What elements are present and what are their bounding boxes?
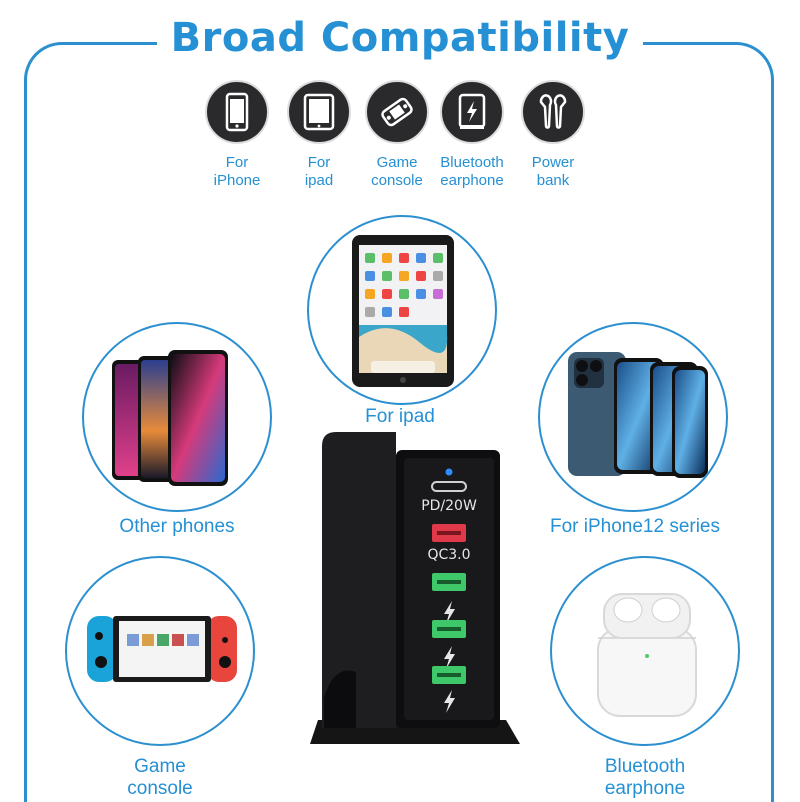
other-phones-circle — [82, 322, 272, 512]
usb-port-1 — [432, 573, 466, 591]
page-title: Broad Compatibility — [156, 8, 644, 68]
game-console-caption: Game console — [60, 756, 260, 800]
icon-label-line1: Game — [376, 154, 418, 171]
game-console-circle — [65, 556, 255, 746]
other-phones-caption: Other phones — [60, 516, 294, 538]
bluetooth-caption: Bluetooth earphone — [545, 756, 745, 800]
airpods-image — [597, 593, 697, 717]
icon-label-line1: Power — [531, 154, 575, 171]
charging-bolt-icon — [444, 690, 455, 713]
iphone-icon — [205, 80, 269, 144]
bluetooth-caption-line2: earphone — [604, 778, 686, 799]
led-indicator — [445, 468, 453, 476]
icon-label-line2: bank — [536, 172, 570, 189]
header: Broad Compatibility — [0, 8, 800, 68]
icon-label-line1: For — [225, 154, 249, 171]
game-console-caption-line1: Game — [134, 756, 186, 777]
power-bank-icon — [440, 80, 504, 144]
other-phones-caption-text: Other phones — [115, 516, 239, 537]
qc-port-label: QC3.0 — [427, 547, 470, 563]
usb-c-port — [431, 481, 467, 492]
ipad-circle — [307, 215, 497, 405]
icon-label-line2: iPhone — [213, 172, 261, 189]
iphone12-caption-text: For iPhone12 series — [545, 516, 725, 537]
game-controller-icon — [365, 80, 429, 144]
charger-station: PD/20W QC3.0 — [310, 432, 520, 744]
bluetooth-caption-line1: Bluetooth — [604, 756, 686, 777]
bluetooth-circle — [550, 556, 740, 746]
icon-label-line1: Bluetooth — [440, 154, 504, 171]
game-console-caption-line2: console — [127, 778, 193, 799]
icon-label-line2: console — [371, 172, 423, 189]
ipad-caption: For ipad — [0, 406, 800, 428]
iphone12-caption: For iPhone12 series — [510, 516, 760, 538]
ipad-caption-text: For ipad — [361, 406, 439, 427]
other-phones-image — [112, 350, 228, 486]
icon-label-line2: ipad — [304, 172, 334, 189]
charging-bolt-icon — [444, 601, 455, 624]
ipad-icon — [287, 80, 351, 144]
usb-port-2 — [432, 620, 466, 638]
iphone12-image — [568, 352, 708, 478]
icon-label-line1: For — [307, 154, 331, 171]
pd-port-label: PD/20W — [421, 498, 477, 514]
ipad-image — [352, 235, 454, 387]
iphone12-circle — [538, 322, 728, 512]
usb-port-3 — [432, 666, 466, 684]
charging-bolt-icon — [444, 646, 455, 669]
icon-label-line2: earphone — [440, 172, 504, 189]
earphone-icon — [521, 80, 585, 144]
game-console-image — [87, 616, 237, 682]
